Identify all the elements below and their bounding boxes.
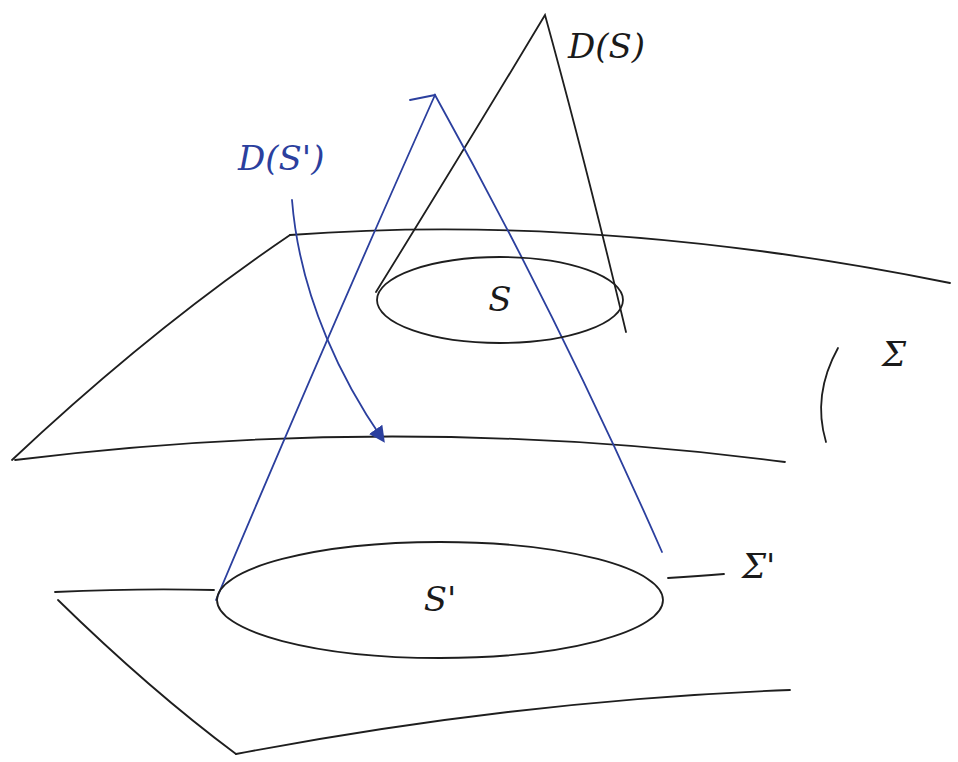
surface-label: Σ bbox=[882, 336, 906, 373]
surface-edge bbox=[58, 600, 236, 754]
domain-label: D(S') bbox=[238, 140, 324, 177]
domain-label: D(S) bbox=[568, 28, 645, 65]
domain-cone bbox=[216, 95, 662, 600]
surface-edge bbox=[236, 690, 790, 754]
ellipse-outline bbox=[377, 257, 623, 343]
surface-edge bbox=[290, 229, 950, 283]
surface-edge bbox=[12, 235, 290, 460]
ellipse-outline bbox=[217, 542, 663, 658]
surface-edge bbox=[55, 589, 214, 592]
region-ellipse: S bbox=[375, 255, 625, 345]
surface-edge bbox=[15, 436, 785, 462]
region-name: S bbox=[488, 281, 511, 318]
surface-edge bbox=[668, 574, 724, 578]
region-ellipse: S' bbox=[215, 540, 665, 660]
region-name: S' bbox=[424, 581, 457, 618]
surface-label: Σ' bbox=[742, 548, 775, 585]
leader-arrow bbox=[292, 200, 383, 440]
surface-bracket bbox=[821, 348, 838, 442]
cone-apex-tick bbox=[410, 95, 435, 100]
